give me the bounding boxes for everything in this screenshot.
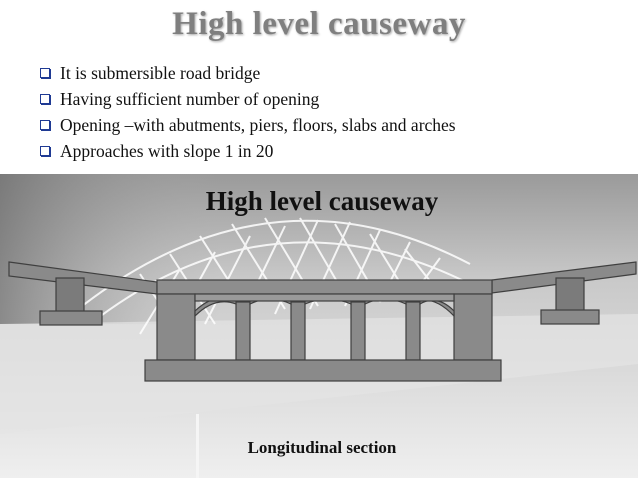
bullet-list: It is submersible road bridge Having suf… (40, 60, 456, 164)
bullet-text: It is submersible road bridge (60, 63, 261, 83)
square-bullet-icon (40, 94, 50, 104)
figure-title: High level causeway (206, 186, 439, 216)
causeway-figure: High level causeway (0, 174, 638, 478)
bullet-item: It is submersible road bridge (40, 60, 456, 86)
bullet-item: Having sufficient number of opening (40, 86, 456, 112)
right-approach-footing (540, 309, 600, 325)
causeway-structure (8, 261, 637, 382)
left-approach-pier (55, 277, 85, 313)
pier (290, 301, 306, 361)
bullet-item: Approaches with slope 1 in 20 (40, 138, 456, 164)
left-approach-footing (39, 310, 103, 326)
arch-band (194, 293, 455, 302)
bullet-text: Opening –with abutments, piers, floors, … (60, 115, 456, 135)
right-abutment (453, 293, 493, 361)
square-bullet-icon (40, 68, 50, 78)
bullet-text: Having sufficient number of opening (60, 89, 320, 109)
square-bullet-icon (40, 146, 50, 156)
right-approach-pier (555, 277, 585, 313)
pier (350, 301, 366, 361)
bullet-text: Approaches with slope 1 in 20 (60, 141, 274, 161)
pier (235, 301, 251, 361)
left-abutment (156, 293, 196, 361)
pier (405, 301, 421, 361)
background-lamp-post (196, 414, 199, 478)
figure-caption: Longitudinal section (248, 438, 397, 457)
causeway-diagram: High level causeway (0, 174, 638, 478)
square-bullet-icon (40, 120, 50, 130)
bullet-item: Opening –with abutments, piers, floors, … (40, 112, 456, 138)
floor-slab (144, 359, 502, 382)
slide-title: High level causeway (172, 6, 466, 42)
deck-slab (156, 279, 493, 295)
